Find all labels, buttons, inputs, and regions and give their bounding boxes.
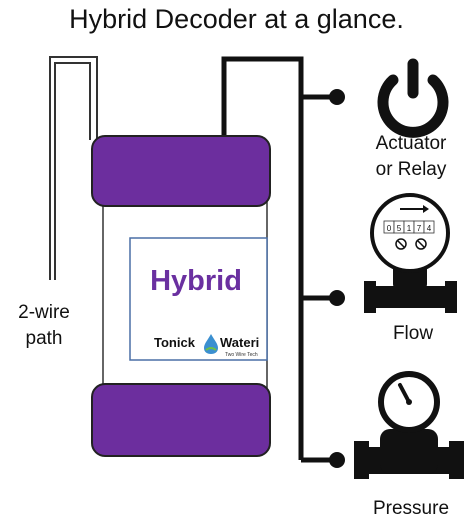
actuator-label-line2: or Relay bbox=[375, 159, 447, 180]
pressure-connector-dot bbox=[329, 452, 345, 468]
power-icon bbox=[377, 58, 449, 138]
flow-meter-icon: 0 5 1 7 4 bbox=[364, 193, 457, 313]
flow-digit: 1 bbox=[407, 224, 412, 233]
flow-meter-digits: 0 5 1 7 4 bbox=[383, 220, 435, 234]
flow-digit: 7 bbox=[417, 224, 422, 233]
decoder-label-text: Hybrid bbox=[150, 265, 242, 297]
hybrid-decoder: Hybrid Tonick Wateri Two Wire Tech bbox=[91, 135, 271, 457]
decoder-top-cap bbox=[91, 135, 271, 207]
flow-connector-dot bbox=[329, 290, 345, 306]
decoder-label-card bbox=[129, 237, 268, 361]
wire-path-label-line1: 2-wire bbox=[18, 302, 70, 323]
actuator-label: Actuator or Relay bbox=[358, 131, 464, 183]
flow-label: Flow bbox=[392, 323, 434, 344]
wire-path-label: 2-wire path bbox=[0, 300, 88, 352]
diagram-title: Hybrid Decoder at a glance. bbox=[69, 4, 404, 34]
brand-tagline: Two Wire Tech bbox=[225, 352, 258, 358]
wire-path-label-line2: path bbox=[25, 328, 63, 349]
two-wire-path bbox=[49, 56, 98, 280]
actuator-label-line1: Actuator bbox=[375, 133, 447, 154]
actuator-connector-dot bbox=[329, 89, 345, 105]
decoder-bottom-cap bbox=[91, 383, 271, 457]
flow-digit: 0 bbox=[387, 224, 392, 233]
brand-name-part2: Wateri bbox=[220, 335, 259, 350]
pressure-gauge-icon bbox=[354, 371, 464, 479]
flow-digit: 4 bbox=[427, 224, 432, 233]
brand-name-part1: Tonick bbox=[154, 335, 196, 350]
pressure-label: Pressure bbox=[372, 498, 450, 519]
flow-digit: 5 bbox=[397, 224, 402, 233]
